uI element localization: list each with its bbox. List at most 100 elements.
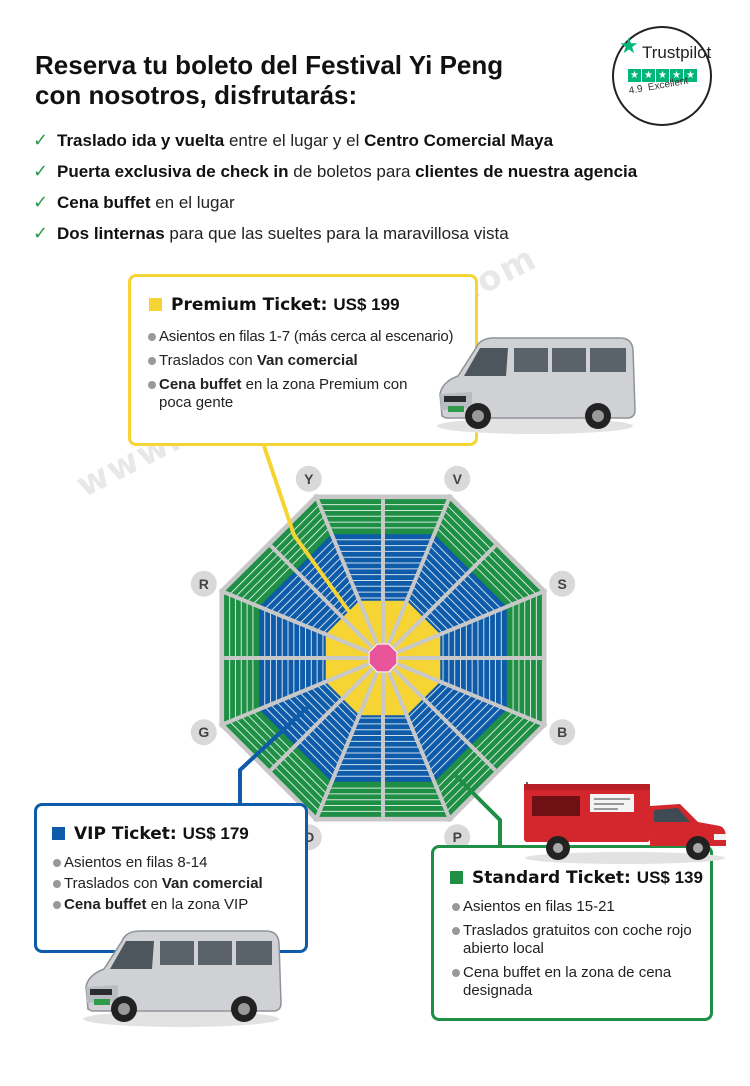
- feature-text: Traslados con: [159, 352, 257, 369]
- feature-item: Asientos en filas 1-7 (más cerca al esce…: [147, 328, 477, 346]
- vip-ticket-price: US$ 179: [182, 824, 249, 843]
- section-label-badge: [549, 719, 576, 746]
- section-label-badge: [190, 719, 217, 746]
- standard-color-square: [450, 871, 463, 884]
- aisle-line: [313, 493, 385, 659]
- premium-connector-line: [262, 445, 355, 619]
- section-label-p: P: [453, 829, 462, 845]
- standard-features: Asientos en filas 15-21 Traslados gratui…: [451, 898, 711, 1006]
- benefit-item: ✓Cena buffet en el lugar: [33, 187, 637, 218]
- aisle-line: [218, 656, 384, 728]
- aisle-line: [381, 656, 497, 772]
- trustpilot-name: Trustpilot: [642, 43, 712, 62]
- feature-item: Asientos en filas 8-14: [52, 854, 302, 872]
- page-title: Reserva tu boleto del Festival Yi Peng c…: [35, 50, 595, 110]
- feature-item: Asientos en filas 15-21: [451, 898, 711, 916]
- stage: [368, 643, 398, 673]
- standard-ticket-label: Standard Ticket:: [472, 868, 631, 888]
- premium-ticket-title: Premium Ticket: US$ 199: [149, 295, 400, 315]
- aisle-line: [313, 657, 385, 823]
- checkmark-icon: ✓: [33, 192, 49, 212]
- benefit-item: ✓ Puerta exclusiva de check in de boletos…: [33, 156, 637, 187]
- section-label-s: S: [558, 576, 567, 592]
- feature-text: Asientos en filas 8-14: [64, 854, 208, 871]
- feature-item: Cena buffet en la zona Premium con poca …: [147, 376, 429, 412]
- star-icon: ★: [670, 69, 683, 82]
- vip-van-image: [83, 930, 282, 1027]
- benefit-item: ✓ Traslado ida y vuelta entre el lugar y …: [33, 125, 637, 156]
- feature-bold: Cena buffet: [64, 896, 147, 913]
- seating-octagon: [218, 493, 548, 823]
- star-icon: ★: [642, 69, 655, 82]
- aisle-line: [269, 656, 385, 772]
- premium-color-square: [149, 298, 162, 311]
- premium-ticket-price: US$ 199: [333, 295, 400, 314]
- trustpilot-badge: ★ Trustpilot ★ ★ ★ ★ ★ 4.9 Excellent: [612, 26, 712, 126]
- benefit-bold: Traslado ida y vuelta: [57, 131, 225, 150]
- benefit-bold: Cena buffet: [57, 193, 151, 212]
- section-label-badge: [549, 570, 576, 597]
- star-icon: ★: [656, 69, 669, 82]
- checkmark-icon: ✓: [33, 130, 49, 150]
- page-title-line-1: Reserva tu boleto del Festival Yi Peng: [35, 50, 504, 80]
- benefit-bold: Centro Comercial Maya: [364, 131, 554, 150]
- feature-text: Asientos en filas 15-21: [463, 898, 615, 915]
- standard-connector-line: [453, 773, 502, 845]
- aisle-line: [269, 544, 385, 660]
- section-label-o: O: [303, 829, 314, 845]
- aisle-line: [381, 544, 497, 660]
- feature-item: Cena buffet en la zona de cena designada: [451, 964, 711, 1000]
- vip-features: Asientos en filas 8-14 Traslados con Van…: [52, 854, 302, 920]
- feature-text: en la zona Premium con poca gente: [159, 376, 408, 411]
- benefit-item: ✓Dos linternas para que las sueltes para…: [33, 218, 637, 249]
- page-title-line-2: con nosotros, disfrutarás:: [35, 80, 358, 110]
- section-label-v: V: [453, 471, 463, 487]
- benefit-text: de boletos para: [288, 162, 416, 181]
- vip-connector-line: [238, 703, 312, 803]
- benefits-list: ✓ Traslado ida y vuelta entre el lugar y …: [33, 125, 637, 249]
- benefit-bold: Dos linternas: [57, 224, 165, 243]
- feature-text: Cena buffet en la zona de cena designada: [463, 964, 672, 999]
- feature-item: Traslados con Van comercial: [52, 875, 302, 893]
- vip-ticket-label: VIP Ticket:: [74, 824, 177, 844]
- section-label-y: Y: [304, 471, 314, 487]
- premium-ticket-card: Premium Ticket: US$ 199 Asientos en fila…: [128, 274, 478, 446]
- feature-text: en la zona VIP: [146, 896, 249, 913]
- section-label-badge: [295, 465, 322, 492]
- section-label-r: R: [199, 576, 209, 592]
- trustpilot-star-icon: ★: [619, 33, 639, 58]
- benefit-bold: Puerta exclusiva de check in: [57, 162, 289, 181]
- section-labels: Y V S B P O G R: [190, 465, 576, 851]
- section-label-b: B: [557, 724, 567, 740]
- aisle-line: [382, 588, 548, 660]
- aisle-line: [381, 493, 453, 659]
- checkmark-icon: ✓: [33, 161, 49, 181]
- feature-bold: Van comercial: [256, 352, 358, 369]
- star-icon: ★: [628, 69, 641, 82]
- red-truck-image: [524, 782, 726, 864]
- benefit-text: entre el lugar y el: [224, 131, 365, 150]
- standard-ticket-title: Standard Ticket: US$ 139: [450, 868, 703, 888]
- premium-ticket-label: Premium Ticket:: [171, 295, 328, 315]
- trustpilot-rating-stars: ★ ★ ★ ★ ★: [628, 69, 697, 82]
- section-label-badge: [444, 824, 471, 851]
- feature-item: Traslados gratuitos con coche rojo abier…: [451, 922, 711, 958]
- aisle-line: [382, 656, 548, 728]
- section-label-badge: [190, 570, 217, 597]
- vip-color-square: [52, 827, 65, 840]
- star-icon: ★: [684, 69, 697, 82]
- premium-van-image: [437, 337, 636, 434]
- section-label-g: G: [198, 724, 209, 740]
- feature-bold: Cena buffet: [159, 376, 242, 393]
- standard-ticket-price: US$ 139: [636, 868, 703, 887]
- vip-ticket-title: VIP Ticket: US$ 179: [52, 824, 249, 844]
- feature-item: Cena buffet en la zona VIP: [52, 896, 302, 914]
- feature-text: Traslados con: [64, 875, 162, 892]
- feature-text: Traslados gratuitos con coche rojo abier…: [463, 922, 692, 957]
- standard-ticket-card: Standard Ticket: US$ 139 Asientos en fil…: [431, 845, 713, 1021]
- vip-ticket-card: VIP Ticket: US$ 179 Asientos en filas 8-…: [34, 803, 308, 953]
- aisle-line: [381, 657, 453, 823]
- feature-text: Asientos en filas 1-7 (más cerca al esce…: [159, 328, 454, 345]
- benefit-bold: clientes de nuestra agencia: [415, 162, 638, 181]
